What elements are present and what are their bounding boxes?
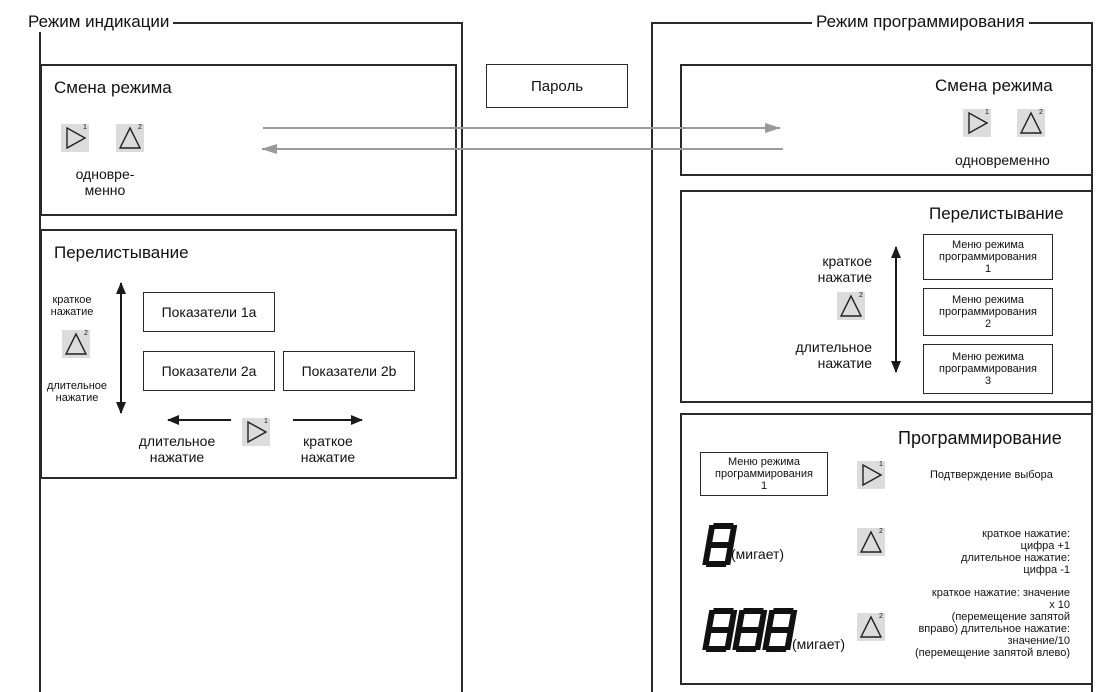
up-key-button[interactable]: 2	[857, 528, 885, 556]
right-triangle-icon	[862, 463, 883, 487]
right-mode-change-title: Смена режима	[935, 76, 1053, 95]
right-triangle-icon	[66, 126, 87, 150]
right-key-button[interactable]: 1	[857, 461, 885, 489]
up-key-button[interactable]: 2	[62, 330, 90, 358]
right-long-press-label: длительное нажатие	[795, 339, 872, 371]
programming-mode-title: Режим программирования	[812, 12, 1029, 32]
prog-menu-2-box: Меню режима программирования 2	[923, 288, 1053, 336]
up-key-button[interactable]: 2	[857, 613, 885, 641]
right-simultaneous-label: одновременно	[955, 152, 1050, 168]
key-number: 2	[859, 292, 863, 299]
key-number: 1	[83, 124, 87, 131]
up-triangle-icon	[64, 332, 88, 355]
key-number: 2	[138, 124, 142, 131]
key-number: 2	[1039, 109, 1043, 116]
left-short-press-label: краткое нажатие	[50, 294, 94, 318]
key-number: 2	[879, 528, 883, 535]
right-triangle-icon	[247, 420, 268, 444]
prog-menu-selected-box: Меню режима программирования 1	[700, 452, 828, 496]
prog-menu-1-box: Меню режима программирования 1	[923, 234, 1053, 280]
up-key-button[interactable]: 2	[116, 124, 144, 152]
left-simultaneous-label: одновре- менно	[75, 166, 135, 198]
up-triangle-icon	[859, 615, 883, 638]
up-triangle-icon	[1019, 111, 1043, 134]
confirm-selection-label: Подтверждение выбора	[930, 469, 1053, 481]
right-key-button[interactable]: 1	[61, 124, 89, 152]
right-scroll-title: Перелистывание	[929, 204, 1064, 223]
key-number: 1	[264, 418, 268, 425]
digit-blink-label: (мигает)	[731, 546, 785, 562]
bottom-short-press-label: краткое нажатие	[300, 433, 356, 465]
left-mode-change-panel	[40, 64, 457, 216]
left-scroll-title: Перелистывание	[54, 243, 189, 262]
up-key-button[interactable]: 2	[837, 292, 865, 320]
up-triangle-icon	[839, 294, 863, 317]
indication-mode-title: Режим индикации	[24, 12, 174, 32]
indicator-2a-box: Показатели 2a	[143, 351, 275, 391]
password-box: Пароль	[486, 64, 628, 108]
up-triangle-icon	[859, 530, 883, 553]
key-number: 2	[84, 330, 88, 337]
value-press-description: краткое нажатие: значение х 10 (перемеще…	[914, 587, 1070, 659]
up-triangle-icon	[118, 126, 142, 149]
right-triangle-icon	[968, 111, 989, 135]
digit-press-description: краткое нажатие: цифра +1 длительное наж…	[961, 528, 1070, 576]
bottom-long-press-label: длительное нажатие	[138, 433, 216, 465]
right-key-button[interactable]: 1	[242, 418, 270, 446]
key-number: 1	[879, 461, 883, 468]
blinking-value-icon	[702, 608, 798, 652]
up-key-button[interactable]: 2	[1017, 109, 1045, 137]
prog-menu-3-box: Меню режима программирования 3	[923, 344, 1053, 394]
key-number: 1	[985, 109, 989, 116]
right-key-button[interactable]: 1	[963, 109, 991, 137]
left-long-press-label: длительное нажатие	[46, 380, 108, 404]
left-mode-change-title: Смена режима	[54, 78, 172, 97]
right-short-press-label: краткое нажатие	[817, 253, 872, 285]
indicator-2b-box: Показатели 2b	[283, 351, 415, 391]
programming-title: Программирование	[898, 428, 1062, 448]
key-number: 2	[879, 613, 883, 620]
value-blink-label: (мигает)	[792, 636, 846, 652]
blinking-digit-icon	[702, 523, 738, 567]
indicator-1a-box: Показатели 1a	[143, 292, 275, 332]
